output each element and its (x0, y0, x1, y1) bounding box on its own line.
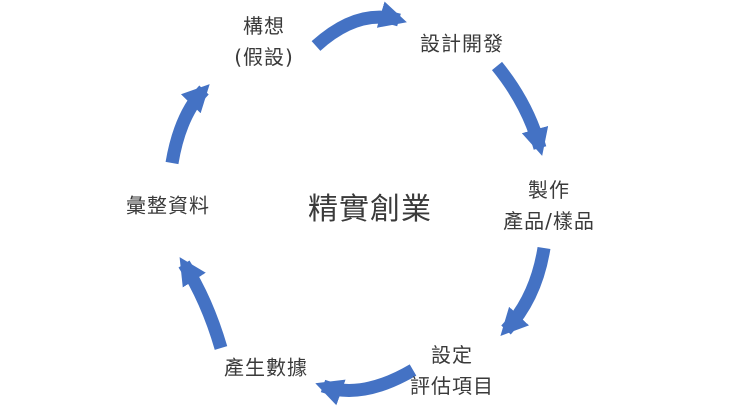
node-data-line1: 產生數據 (224, 355, 308, 380)
node-metrics-line2: 評估項目 (410, 374, 494, 398)
arrow-make-to-metrics (500, 246, 551, 336)
arrow-collect-to-idea (165, 84, 210, 165)
node-idea-line2: (假設) (234, 45, 294, 69)
node-make-line1: 製作 (528, 178, 570, 202)
node-make-line2: 產品/樣品 (503, 209, 595, 233)
arrow-design-to-make (491, 61, 549, 156)
arrow-idea-to-design (311, 1, 407, 51)
node-collect-information: 彙整資料 (126, 191, 210, 222)
node-idea-hypothesis: 構想 (假設) (234, 11, 294, 73)
node-design-develop: 設計開發 (420, 29, 504, 60)
node-collect-line1: 彙整資料 (126, 193, 210, 218)
node-set-evaluation-items: 設定 評估項目 (410, 340, 494, 402)
arrow-data-to-collect (178, 257, 228, 350)
node-design-line1: 設計開發 (420, 31, 504, 56)
node-metrics-line1: 設定 (431, 343, 473, 367)
diagram-title: 精實創業 (308, 192, 432, 227)
node-generate-data: 產生數據 (224, 353, 308, 384)
node-idea-line1: 構想 (242, 14, 285, 38)
node-make-product-sample: 製作 產品/樣品 (503, 175, 595, 237)
arrow-metrics-to-data (315, 364, 417, 406)
